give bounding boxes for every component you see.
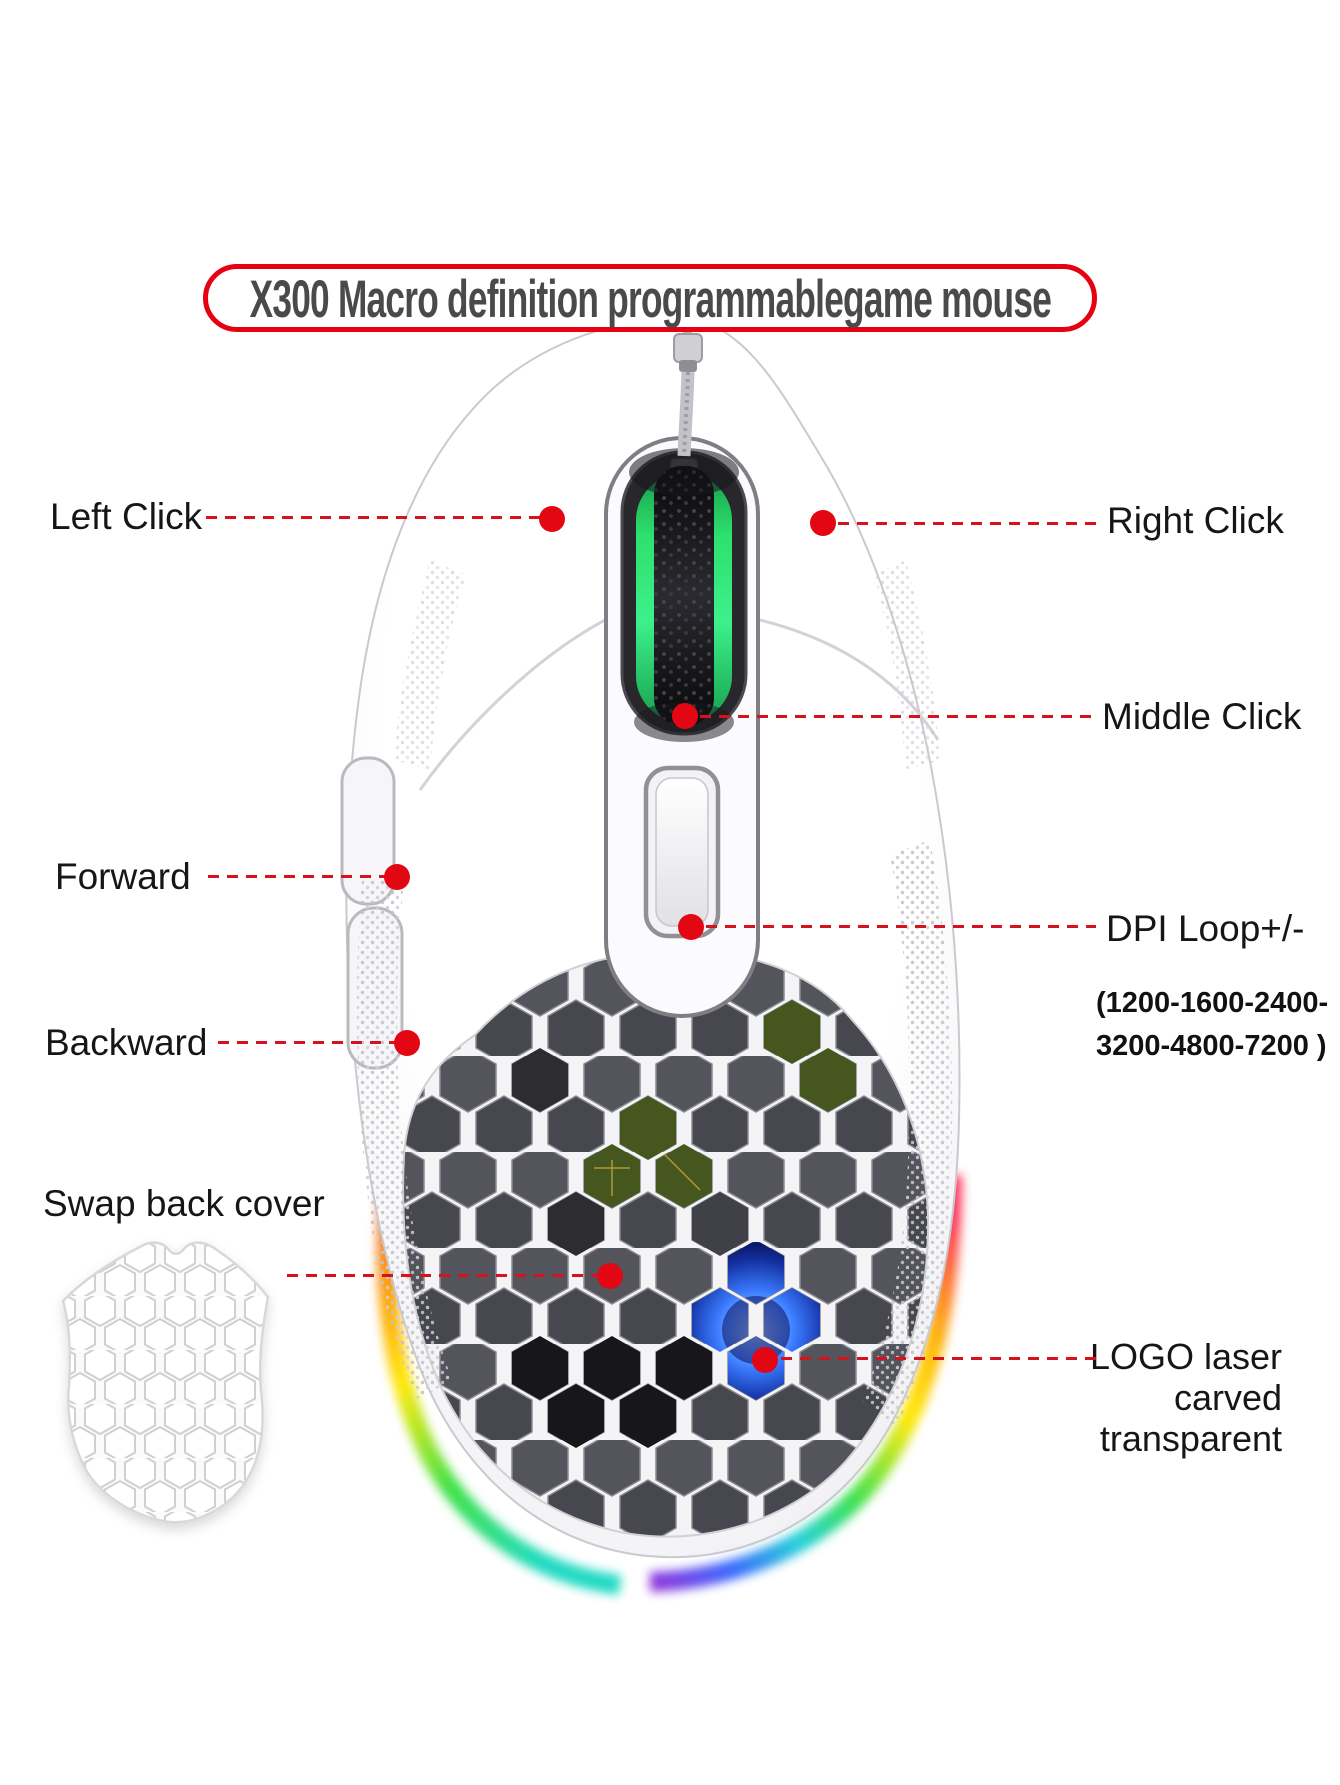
forward-label: Forward	[55, 856, 191, 897]
swap-cover-label: Swap back cover	[43, 1183, 325, 1224]
left-click-label: Left Click	[50, 496, 203, 537]
middle-click-dot	[672, 703, 698, 729]
dpi-dot	[678, 914, 704, 940]
dpi-button	[643, 765, 721, 939]
dpi-line	[706, 925, 1096, 928]
logo-label: LOGO laser carved transparent	[992, 1336, 1282, 1459]
backward-dot	[394, 1030, 420, 1056]
dpi-range-line2: 3200-4800-7200 )	[1096, 1030, 1327, 1062]
logo-label-line2: carved transparent	[1099, 1377, 1282, 1459]
dpi-range: (1200-1600-2400- 3200-4800-7200 )	[1096, 982, 1328, 1068]
forward-line	[208, 875, 386, 878]
right-click-label: Right Click	[1107, 500, 1284, 541]
page-title: X300 Macro definition programmablegame m…	[249, 268, 1051, 328]
dpi-label: DPI Loop+/-	[1106, 908, 1305, 949]
left-click-dot	[539, 506, 565, 532]
backward-label: Backward	[45, 1022, 208, 1063]
left-click-line	[206, 516, 541, 519]
scroll-wheel	[620, 448, 748, 742]
swap-cover-line	[287, 1274, 600, 1277]
right-click-dot	[810, 510, 836, 536]
swap-cover-piece	[61, 1241, 270, 1524]
right-click-line	[838, 522, 1096, 525]
backward-line	[218, 1041, 396, 1044]
middle-click-line	[700, 715, 1092, 718]
middle-click-label: Middle Click	[1102, 696, 1302, 737]
honeycomb-cover	[402, 950, 930, 1538]
dpi-range-line1: (1200-1600-2400-	[1096, 987, 1329, 1019]
logo-label-line1: LOGO laser	[1089, 1336, 1282, 1377]
logo-line	[781, 1357, 1098, 1360]
title-bubble: X300 Macro definition programmablegame m…	[203, 264, 1097, 332]
swap-cover-dot	[597, 1263, 623, 1289]
logo-dot	[752, 1347, 778, 1373]
forward-dot	[384, 864, 410, 890]
